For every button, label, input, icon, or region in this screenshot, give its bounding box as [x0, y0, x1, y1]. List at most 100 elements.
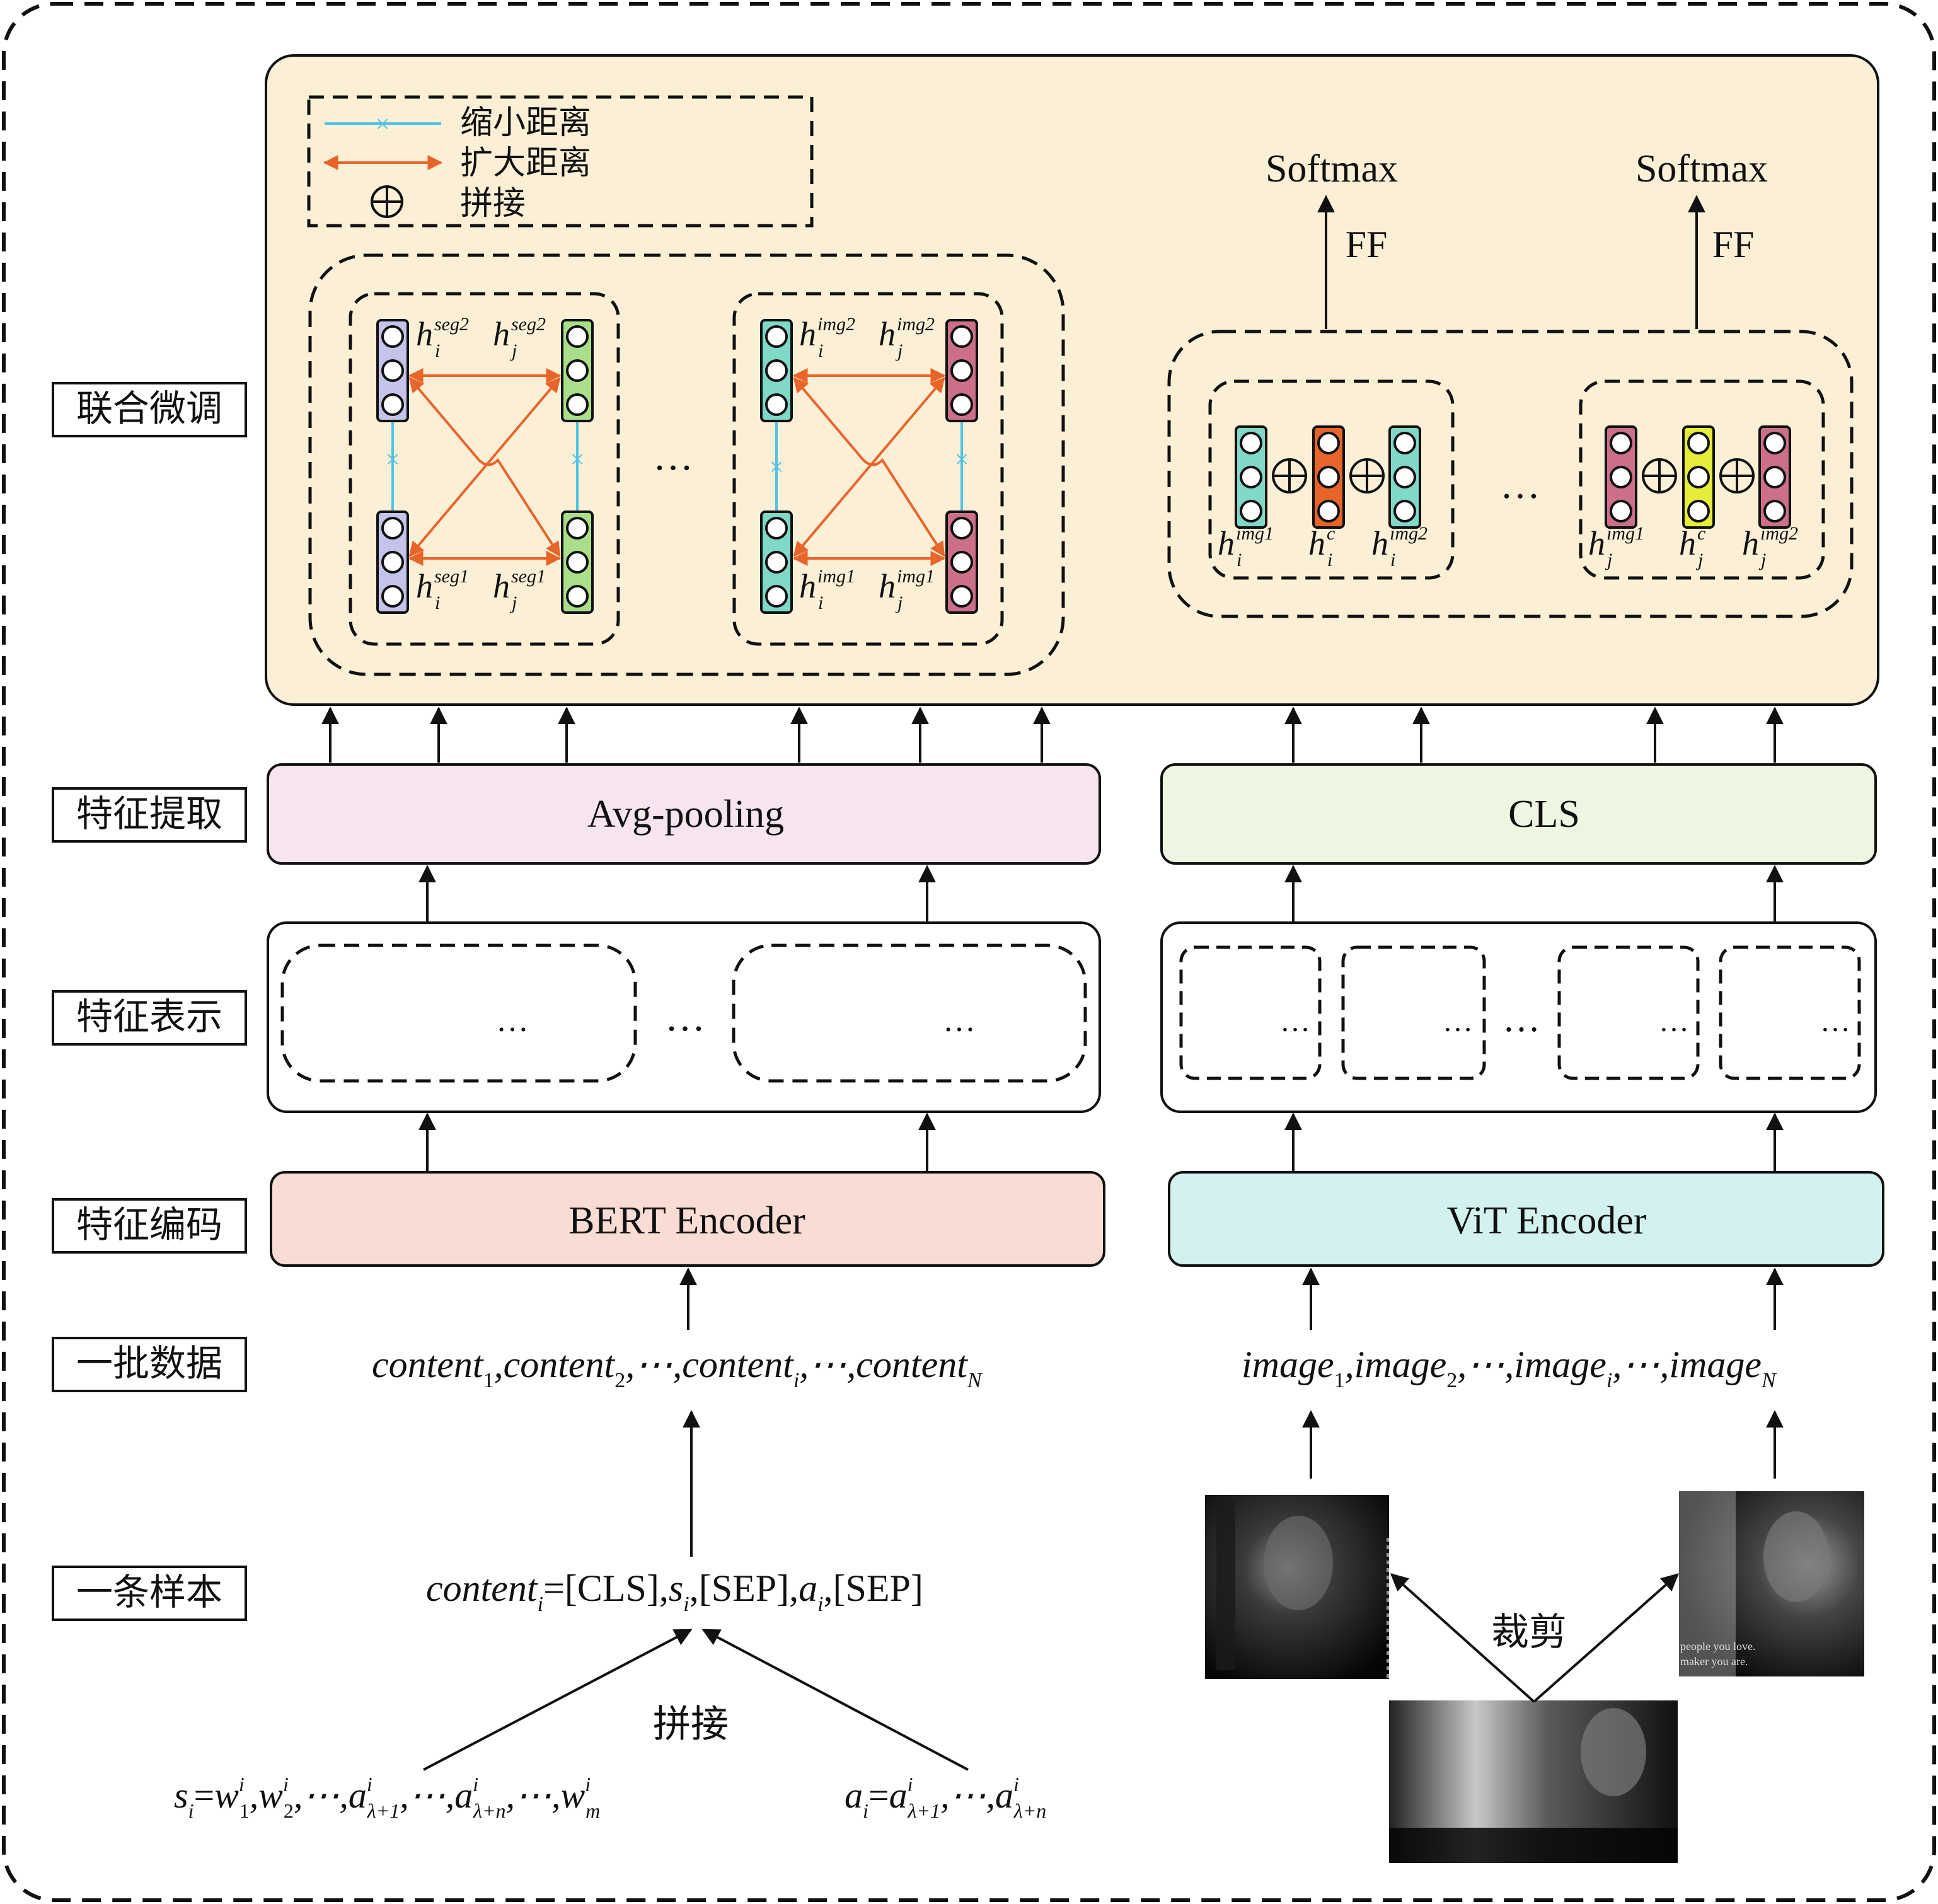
img2-i-vector: [760, 319, 793, 422]
concat-plus-icon: [1719, 458, 1755, 493]
cls-module: [1160, 763, 1877, 865]
concat-i-img2-vector: [1388, 425, 1421, 529]
stage-label-one-sample: 一条样本: [52, 1566, 247, 1621]
ff-label-right: FF: [1712, 224, 1755, 265]
img-repr-ellipsis-g2: …: [1443, 1005, 1473, 1038]
crop-label: 裁剪: [1491, 1610, 1567, 1654]
arrows-to-repr: [418, 1112, 1784, 1171]
stage-label-batch-data: 一批数据: [52, 1337, 247, 1392]
text-repr-group-1: [280, 943, 637, 1083]
seg-contrast-box: [349, 292, 620, 646]
img-repr-group-4: [1719, 945, 1861, 1080]
img-repr-group-1: [1179, 945, 1322, 1080]
text-repr-ellipsis: …: [665, 995, 705, 1039]
crop-arrow-right: [1533, 1573, 1680, 1703]
seg1-i-vector: [376, 511, 409, 614]
concat-i-c-vector: [1312, 425, 1345, 529]
stage-label-feature-encode: 特征编码: [52, 1198, 247, 1254]
concat-ellipsis: …: [1500, 462, 1540, 507]
seg2-j-vector: [561, 319, 594, 422]
content-sample-formula: contenti=[CLS],si,[SEP],ai,[SEP]: [426, 1567, 923, 1616]
original-image: [1389, 1700, 1678, 1863]
concat-plus-icon: [371, 185, 403, 218]
ff-label-left: FF: [1346, 224, 1388, 265]
svg-text:×: ×: [570, 445, 585, 473]
svg-text:一批数据: 一批数据: [76, 1342, 222, 1385]
concat-i-img1-vector: [1235, 425, 1267, 529]
legend: × 缩小距离 扩大距离 拼接: [307, 95, 814, 228]
cropped-image-1: [1205, 1495, 1389, 1679]
avg-pooling-label: Avg-pooling: [587, 793, 784, 836]
seg1-j-vector: [561, 511, 594, 614]
stage-label-feature-repr: 特征表示: [52, 990, 247, 1046]
svg-text:×: ×: [386, 445, 400, 473]
img-contrast-box: [732, 292, 1004, 646]
img-contrast-lines: × ×: [770, 368, 969, 566]
img-repr-ellipsis-g3: …: [1659, 1005, 1689, 1038]
img-repr-ellipsis-g1: …: [1280, 1005, 1310, 1038]
svg-text:×: ×: [770, 453, 784, 481]
concat-plus-icon: [1642, 458, 1677, 493]
svg-text:特征编码: 特征编码: [76, 1203, 222, 1246]
bert-encoder-module: [270, 1171, 1105, 1267]
svg-text:×: ×: [955, 445, 969, 473]
svg-text:一条样本: 一条样本: [76, 1571, 222, 1613]
contrast-ellipsis: …: [653, 434, 693, 478]
softmax-label-left: Softmax: [1266, 147, 1398, 190]
concat-box-j: [1579, 379, 1825, 580]
legend-shrink-label: 缩小距离: [460, 104, 591, 142]
crop-arrow-left: [1390, 1573, 1535, 1703]
svg-text:特征表示: 特征表示: [76, 995, 222, 1038]
concat-j-img1-vector: [1605, 425, 1637, 529]
stage-label-joint-finetune: 联合微调: [52, 382, 247, 437]
seg2-i-vector: [376, 319, 409, 422]
arrows-to-batch: [683, 1410, 1784, 1557]
concat-plus-icon: [1272, 458, 1307, 493]
seg-contrast-lines: × ×: [386, 368, 585, 566]
concat-group-outer: [1167, 330, 1854, 618]
arrows-to-extract: [418, 865, 1784, 921]
softmax-label-right: Softmax: [1635, 147, 1768, 190]
concat-arrow-a: [701, 1629, 969, 1771]
concat-arrow-s: [423, 1629, 693, 1771]
concat-label: 拼接: [653, 1702, 729, 1746]
arrows-to-encoders: [679, 1267, 1784, 1330]
cropped-image-2: people you love. maker you are.: [1679, 1491, 1864, 1676]
image-batch-formula: image1,image2,⋯,imagei,⋯,imageN: [1242, 1344, 1777, 1392]
img-repr-ellipsis-g4: …: [1820, 1005, 1850, 1038]
concat-box-i: [1208, 379, 1455, 580]
concat-j-c-vector: [1682, 425, 1715, 529]
avg-pooling-module: [267, 763, 1101, 865]
content-batch-formula: content1,content2,⋯,contenti,⋯,contentN: [372, 1344, 983, 1392]
vit-encoder-module: [1168, 1171, 1884, 1267]
text-repr-ellipsis-g2: …: [943, 1003, 976, 1039]
contrast-group-outer: [308, 253, 1065, 676]
cls-label: CLS: [1508, 793, 1580, 836]
legend-expand-label: 扩大距离: [460, 144, 591, 182]
img-repr-group-2: [1341, 945, 1486, 1080]
concat-plus-icon: [1349, 458, 1385, 493]
img-repr-group-3: [1557, 945, 1700, 1080]
img2-j-vector: [945, 319, 978, 422]
text-repr-ellipsis-g1: …: [496, 1003, 529, 1039]
text-repr-group-2: [732, 943, 1087, 1083]
img1-i-vector: [760, 511, 793, 614]
concat-j-img2-vector: [1758, 425, 1791, 529]
text-feature-repr-box: [267, 921, 1101, 1113]
arrows-to-panel: [321, 707, 1784, 763]
vit-encoder-label: ViT Encoder: [1446, 1199, 1646, 1242]
subtitle-line-1: people you love.: [1680, 1640, 1755, 1653]
concat-plus-signs: [1272, 458, 1755, 493]
